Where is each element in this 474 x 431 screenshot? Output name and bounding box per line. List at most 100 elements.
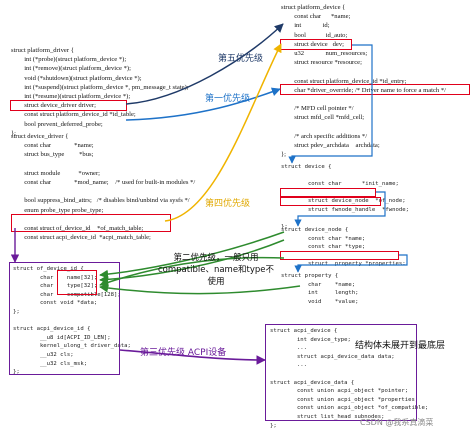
arrow-first-priority: [125, 87, 281, 121]
highlight-properties: [280, 251, 399, 260]
code-line: char *name;: [281, 281, 356, 288]
code-line: int (*probe)(struct platform_device *);: [11, 56, 127, 64]
watermark: CSDN @我系真滴菜: [360, 418, 434, 427]
acpi-device-box: [265, 324, 417, 421]
code-line: const char *name;: [281, 235, 366, 242]
label-second-priority-line2: compatible、name和type不: [158, 265, 275, 275]
code-line: bool id_auto;: [281, 31, 348, 39]
code-line: struct platform_device {: [281, 4, 346, 11]
code-line: bool suppress_bind_attrs; /* disables bi…: [11, 197, 190, 205]
code-line: struct module *owner;: [11, 169, 101, 177]
code-line: char name[32];: [13, 274, 98, 281]
code-line: __u32 cls;: [13, 351, 74, 358]
code-line: int (*suspend)(struct platform_device *,…: [11, 83, 189, 91]
code-line: const char *mod_name; /* used for built-…: [11, 178, 196, 186]
code-line: const void *data;: [13, 300, 98, 307]
code-line: };: [270, 422, 277, 429]
arrow-second-priority-name: [99, 231, 285, 279]
code-line: ...: [270, 345, 308, 352]
code-line: };: [13, 308, 20, 315]
arrow-properties-link: [294, 254, 408, 273]
arrow-fourth-priority: [164, 43, 282, 222]
code-line: const struct of_device_id *of_match_tabl…: [11, 224, 144, 232]
code-line: void (*shutdown)(struct platform_device …: [11, 74, 142, 82]
acpi-device-struct: struct acpi_device { int device_type; ..…: [270, 327, 428, 430]
code-line: enum probe_type probe_type;: [11, 206, 104, 214]
highlight-struct-device-driver: [10, 100, 127, 111]
code-line: const char *name;: [11, 142, 94, 150]
arrow-fifth-priority: [125, 23, 284, 105]
property-struct: struct property { char *name; int length…: [281, 272, 358, 306]
code-line: struct pdev_archdata archdata;: [281, 141, 380, 149]
code-line: struct property {: [281, 273, 339, 279]
code-line: int (*remove)(struct platform_device *);: [11, 65, 131, 73]
code-line: struct device_node *of_node;: [281, 198, 406, 205]
highlight-of-acpi-match-tables: [11, 214, 171, 232]
code-line: __u32 cls_msk;: [13, 360, 88, 367]
code-line: struct platform_driver {: [11, 47, 74, 54]
code-line: const char *type;: [281, 244, 366, 251]
code-line: struct property *properties;: [281, 261, 406, 268]
code-line: ...: [270, 362, 308, 369]
arrow-third-priority: [119, 349, 266, 365]
code-line: };: [11, 129, 16, 137]
highlight-fwnode: [280, 197, 381, 206]
code-line: int length;: [281, 290, 359, 297]
code-line: u32 num_resources;: [281, 49, 368, 57]
code-line: struct resource *resource;: [281, 59, 362, 67]
code-line: struct device {: [281, 164, 332, 170]
code-line: kernel_ulong_t driver_data;: [13, 343, 131, 350]
of-device-id-box: [9, 262, 120, 375]
code-line: const union acpi_object *pointer;: [270, 388, 409, 395]
label-second-priority-line1: 第二优先级，一般只用: [173, 253, 259, 263]
code-line: };: [13, 369, 20, 376]
arrow-device-dev-link: [288, 44, 373, 164]
label-unexpanded-note: 结构体未展开到最底层: [355, 341, 446, 351]
code-line: /* arch specific additions */: [281, 132, 368, 140]
code-line: };: [281, 151, 286, 158]
code-line: struct device_driver driver;: [11, 102, 96, 110]
code-line: int device_type;: [270, 336, 351, 343]
highlight-of-id-fields: [57, 270, 97, 295]
code-line: struct of_device_id {: [13, 266, 84, 272]
label-second-priority-line3: 使用: [207, 277, 225, 287]
code-line: char *driver_override; /* Driver name to…: [281, 86, 446, 94]
platform-device-struct: struct platform_device { const char *nam…: [281, 3, 446, 159]
code-line: struct acpi_device_data {: [270, 379, 355, 386]
code-line: struct device dev;: [281, 40, 344, 48]
label-fourth-priority: 第四优先级: [205, 199, 251, 209]
code-line: int (*resume)(struct platform_device *);: [11, 92, 131, 100]
code-line: bool prevent_deferred_probe;: [11, 120, 103, 128]
code-line: struct list_head subnodes;: [270, 413, 385, 420]
platform-driver-struct: struct platform_driver { int (*probe)(st…: [11, 46, 189, 138]
device-driver-struct: struct device_driver { const char *name;…: [11, 132, 195, 242]
label-first-priority: 第一优先级: [205, 94, 251, 104]
label-fifth-priority: 第五优先级: [218, 54, 264, 64]
code-line: struct fwnode_handle *fwnode;: [281, 206, 409, 213]
code-line: const struct platform_device_id *id_tabl…: [11, 111, 136, 119]
device-node-struct: struct device_node { const char *name; c…: [281, 226, 406, 269]
code-line: const struct platform_device_id *id_entr…: [281, 77, 407, 85]
code-line: struct acpi_device_data data;: [270, 353, 395, 360]
device-struct: struct device { const char *init_name; s…: [281, 163, 409, 232]
code-line: struct bus_type *bus;: [11, 151, 94, 159]
code-line: int id;: [281, 22, 330, 30]
code-line: const char *name;: [281, 13, 351, 21]
arrow-second-priority-type: [99, 239, 285, 284]
code-line: const union acpi_object *of_compatible;: [270, 405, 429, 412]
code-line: /* MFD cell pointer */: [281, 105, 354, 113]
code-line: struct mfd_cell *mfd_cell;: [281, 114, 365, 122]
arrow-second-priority-property-name: [99, 283, 301, 295]
code-line: __u8 id[ACPI_ID_LEN];: [13, 334, 111, 341]
code-line: const union acpi_object *properties;: [270, 396, 419, 403]
code-line: const struct acpi_device_id *acpi_match_…: [11, 234, 151, 242]
code-line: struct acpi_device {: [270, 328, 338, 334]
code-line: struct device_driver {: [11, 133, 69, 140]
code-line: const char *init_name;: [281, 181, 399, 188]
code-line: struct device_node {: [281, 227, 349, 233]
highlight-of-node: [280, 188, 376, 197]
arrow-of-node-link: [294, 191, 386, 227]
code-line: char type[32];: [13, 283, 98, 290]
code-line: struct acpi_device_id {: [13, 326, 91, 333]
